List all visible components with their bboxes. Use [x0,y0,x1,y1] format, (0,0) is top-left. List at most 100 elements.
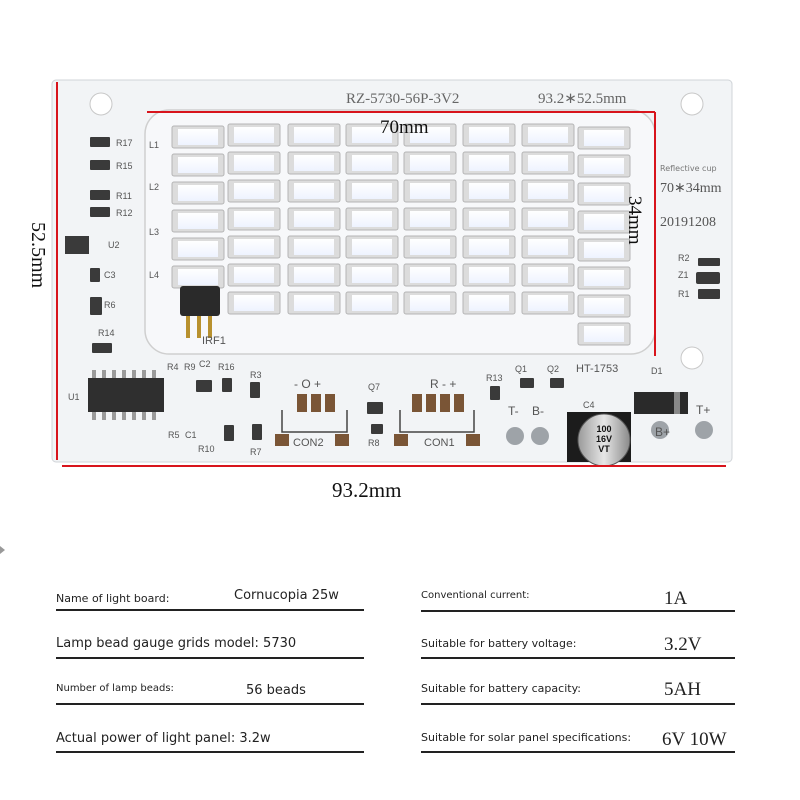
label-c3: C3 [104,270,116,280]
led-bead-face [584,298,624,314]
led-bead-face [178,129,218,145]
led-bead-face [528,267,568,283]
label-r1: R1 [678,289,690,299]
led-bead-face [178,185,218,201]
label-u1: U1 [68,392,80,402]
label-r14: R14 [98,328,115,338]
label-q1: Q1 [515,364,527,374]
spec-left-label-2: Number of lamp beads: [56,683,174,694]
label-con1: CON1 [424,437,455,449]
label-r6: R6 [104,300,116,310]
led-bead-face [469,155,509,171]
led-bead-face [294,239,334,255]
led-bead-face [234,239,274,255]
mount-hole [680,92,704,116]
label-r13: R13 [486,373,503,383]
led-bead-face [234,127,274,143]
led-bead-face [294,267,334,283]
led-bead-face [410,211,450,227]
led-bead-face [584,270,624,286]
part-code: HT-1753 [576,363,618,375]
led-bead-face [352,183,392,199]
led-bead-face [410,127,450,143]
spec-right-label-0: Conventional current: [421,590,530,601]
led-bead-face [584,186,624,202]
label-r2: R2 [678,253,690,263]
led-bead-face [410,239,450,255]
led-bead-face [469,211,509,227]
led-bead-face [294,211,334,227]
gallery-arrow-icon [0,546,5,554]
led-bead-face [178,241,218,257]
label-r16: R16 [218,362,235,372]
con2-connector [275,394,349,446]
u1-chip [88,378,164,412]
led-bead-face [352,211,392,227]
label-c2: C2 [199,359,211,369]
led-bead-face [469,267,509,283]
label-l2: L2 [149,182,159,192]
led-bead-face [469,295,509,311]
cap-text-1: 100 [596,424,611,434]
label-z1: Z1 [678,270,689,280]
spec-right-value-1: 3.2V [664,634,702,655]
led-bead-face [178,213,218,229]
spec-left-value-2: 56 beads [246,683,306,698]
label-r3: R3 [250,370,262,380]
mount-hole [680,346,704,370]
silkscreen-labels: R17 R15 R11 R12 U2 C3 R6 R14 U1 R4 R9 C2… [68,138,710,457]
reflective-cup-label: Reflective cup [660,164,717,173]
led-bead-face [352,127,392,143]
dim-inner-height: 34mm [624,196,645,245]
label-l4: L4 [149,270,159,280]
led-bead-face [178,269,218,285]
label-r5: R5 [168,430,180,440]
cap-text-3: VT [598,444,610,454]
label-c1: C1 [185,430,197,440]
irf1-transistor [180,286,220,316]
label-irf1: IRF1 [202,335,226,347]
led-bead-face [352,239,392,255]
led-bead-face [410,183,450,199]
label-r9: R9 [184,362,196,372]
con1-connector [394,394,480,446]
led-bead-face [352,295,392,311]
label-r10: R10 [198,444,215,454]
led-bead-face [469,239,509,255]
board-model: RZ-5730-56P-3V2 [346,91,459,107]
spec-left-label-1: Lamp bead gauge grids model: 5730 [56,636,297,651]
led-bead-face [234,295,274,311]
led-bead-face [528,239,568,255]
mount-hole [89,92,113,116]
led-bead-face [410,155,450,171]
led-bead-face [410,267,450,283]
led-bead-face [584,242,624,258]
label-r4: R4 [167,362,179,372]
led-bead-face [528,155,568,171]
led-bead-face [352,267,392,283]
label-l1: L1 [149,140,159,150]
label-t-plus: T+ [696,403,710,417]
spec-left-label-0: Name of light board: [56,592,170,605]
dim-outer-width: 93.2mm [332,478,401,502]
label-r11: R11 [116,191,132,201]
label-r7: R7 [250,447,262,457]
spec-right-value-2: 5AH [664,679,701,700]
spec-left-label-3: Actual power of light panel: 3.2w [56,731,271,746]
led-bead-face [528,295,568,311]
label-r12: R12 [116,208,133,218]
spec-right-value-3: 6V 10W [662,729,727,750]
led-bead-face [234,267,274,283]
led-bead-face [234,211,274,227]
spec-underline [421,703,735,705]
spec-underline [421,751,735,753]
spec-underline [56,703,364,705]
label-r: R - + [430,377,456,391]
led-bead-face [528,211,568,227]
label-con2: CON2 [293,437,324,449]
dim-outer-height: 52.5mm [27,222,49,289]
label-b-plus: B+ [655,425,670,439]
led-bead-face [294,127,334,143]
led-bead-face [178,157,218,173]
